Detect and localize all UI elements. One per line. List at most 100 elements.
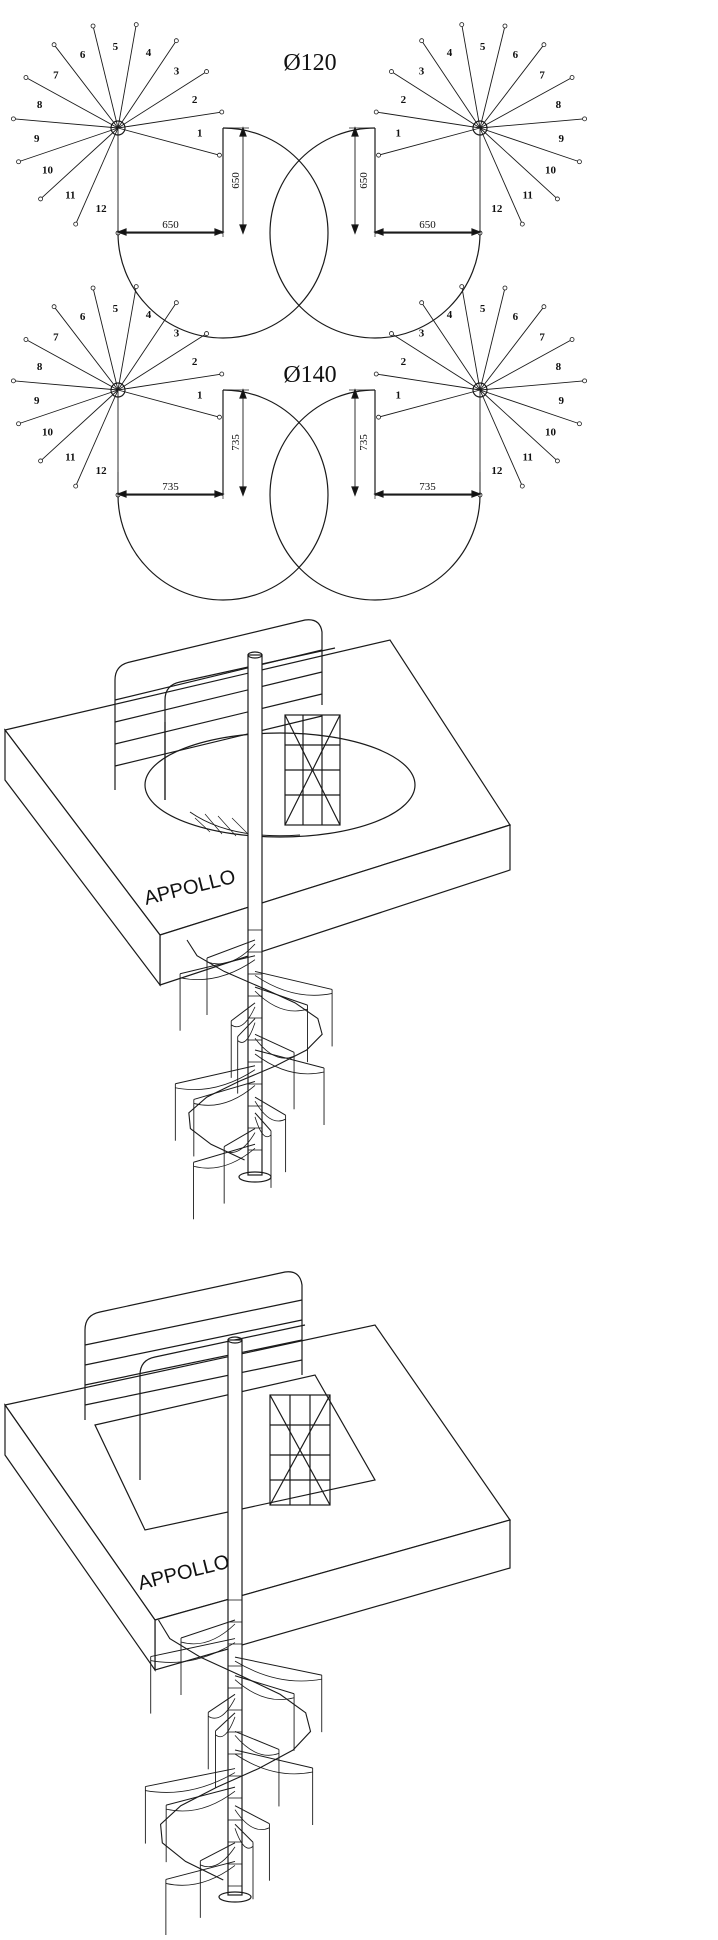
dimension-horizontal-label: 650 [419, 219, 436, 231]
step-number: 11 [523, 190, 533, 202]
step-number: 6 [513, 311, 519, 323]
tread-line [117, 333, 207, 391]
tread-line [479, 287, 506, 391]
step-number: 11 [523, 452, 533, 464]
baluster-dot [90, 23, 96, 29]
dimension-vertical [223, 126, 249, 235]
dimension-vertical [349, 126, 375, 235]
step-number: 8 [37, 361, 43, 373]
tread-line [53, 306, 119, 391]
baluster-dot [376, 152, 381, 158]
plan-outline-arc [117, 127, 329, 339]
baluster-dot [219, 109, 225, 115]
baluster-dot [373, 371, 379, 377]
tread [206, 939, 256, 959]
tread-line [421, 40, 481, 129]
baluster-dot [519, 483, 525, 489]
step-number: 7 [53, 332, 59, 344]
tread-line [53, 44, 119, 129]
baluster-dot [219, 371, 225, 377]
step-number: 8 [556, 361, 562, 373]
tread [254, 970, 333, 990]
step-number: 9 [34, 395, 40, 407]
step-number: 6 [80, 311, 86, 323]
spiral-flight [174, 939, 333, 1220]
step-number: 7 [539, 70, 545, 82]
baluster-dot [389, 331, 394, 336]
step-number: 4 [146, 309, 152, 321]
step-number: 7 [539, 332, 545, 344]
tread [234, 1805, 270, 1825]
step-number: 5 [480, 41, 486, 53]
tread-line [479, 77, 573, 129]
dimension-horizontal [373, 210, 482, 237]
baluster-dot [419, 38, 425, 44]
tread-line [479, 389, 523, 487]
baluster-dot [459, 22, 465, 27]
tread-line [117, 71, 207, 129]
tread-line [378, 389, 481, 418]
baluster-dot [38, 196, 43, 202]
tread-line [117, 389, 220, 418]
tread-line [479, 306, 545, 391]
central-column [227, 1339, 243, 1896]
baluster-dot [133, 284, 139, 289]
tread [237, 1018, 256, 1037]
step-number: 4 [447, 309, 453, 321]
tread [150, 1638, 236, 1658]
dimension-horizontal [116, 210, 225, 237]
baluster-dot [502, 285, 508, 291]
baluster-dot [133, 22, 139, 27]
opening-hatch [189, 811, 301, 837]
top-railing [114, 619, 336, 800]
tread-line [117, 111, 222, 129]
dimension-vertical-label: 650 [230, 172, 242, 189]
tread-line [461, 286, 481, 391]
step-number: 11 [65, 452, 75, 464]
step-number: 1 [395, 127, 401, 139]
plan-outline-arc [269, 389, 481, 601]
tread-line [421, 302, 481, 391]
tread [234, 1730, 280, 1750]
baluster-dot [569, 75, 575, 80]
baluster-dot [577, 421, 582, 427]
step-number: 3 [174, 66, 180, 78]
baluster-dot [376, 414, 381, 420]
top-railing [84, 1271, 306, 1480]
step-number: 10 [545, 427, 557, 439]
tread-line [18, 127, 119, 163]
tread-line [391, 333, 481, 391]
step-number: 4 [447, 47, 453, 59]
diameter-label: Ø140 [283, 362, 336, 388]
step-number: 6 [80, 49, 86, 61]
baluster-dot [577, 159, 582, 165]
tread-line [40, 127, 119, 200]
stair-opening-round [144, 732, 416, 838]
dimension-vertical-label: 735 [230, 434, 242, 451]
tread [193, 1143, 256, 1163]
dimension-vertical [223, 388, 249, 497]
step-number: 10 [42, 165, 54, 177]
step-number: 7 [53, 70, 59, 82]
tread-line [75, 389, 119, 487]
base-plate [238, 1171, 272, 1183]
tread [193, 1080, 256, 1100]
isometric-view-round-opening: APPOLLO [3, 619, 511, 1220]
baluster-dot [90, 285, 96, 291]
baluster-dot [173, 300, 179, 306]
step-number: 8 [556, 99, 562, 111]
step-number: 3 [419, 328, 425, 340]
step-number: 5 [113, 41, 119, 53]
baluster-dot [73, 483, 79, 489]
baluster-dot [10, 116, 16, 122]
step-number: 9 [559, 133, 565, 145]
step-number: 11 [65, 190, 75, 202]
step-number: 1 [197, 389, 203, 401]
step-number: 12 [491, 465, 503, 477]
step-number: 6 [513, 49, 519, 61]
baluster-dot [373, 109, 379, 115]
